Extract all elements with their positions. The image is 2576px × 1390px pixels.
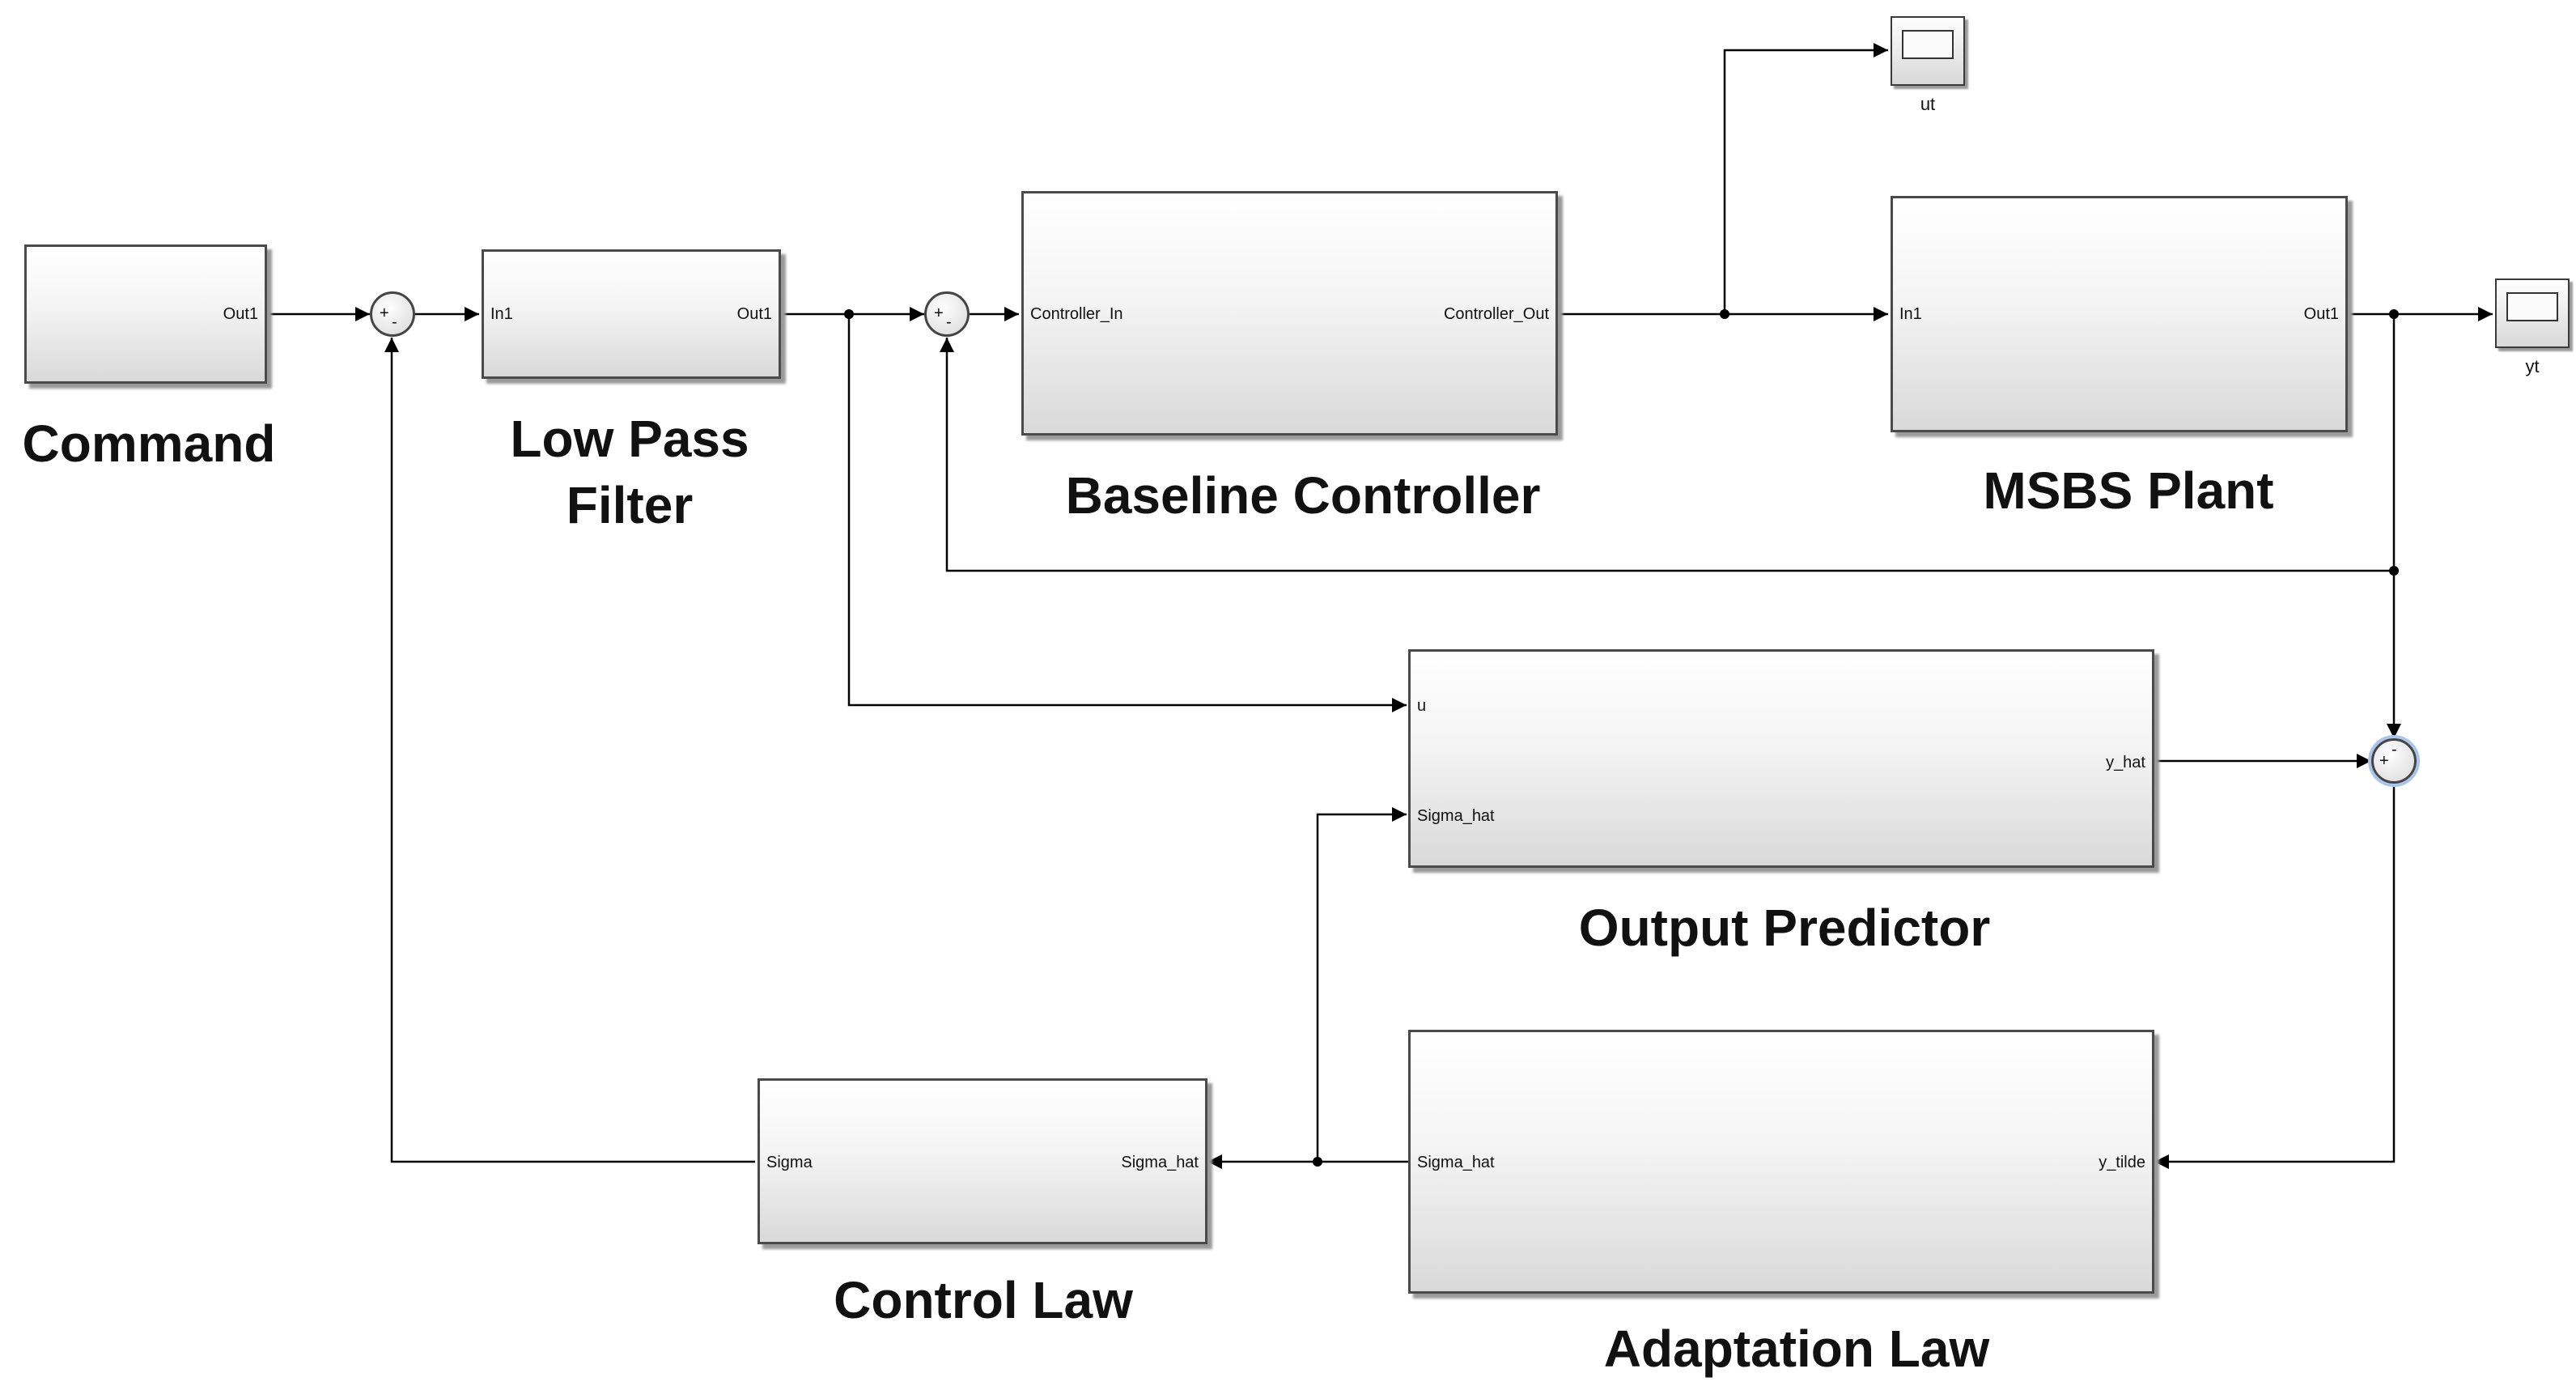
port-in1: In1 <box>1899 305 1922 323</box>
adaptation-law-block[interactable]: Sigma_hat y_tilde <box>1408 1030 2154 1294</box>
scope-ut[interactable] <box>1891 16 1965 86</box>
port-in1: In1 <box>490 305 513 323</box>
sum-junction-3[interactable]: + - <box>2371 738 2417 784</box>
port-out1: Out1 <box>223 305 258 323</box>
branch-dot <box>1313 1157 1322 1167</box>
port-y-tilde: y_tilde <box>2099 1154 2145 1171</box>
command-title: Command <box>22 414 276 473</box>
low-pass-filter-title: Low Pass Filter <box>510 406 749 539</box>
plus-sign: + <box>380 304 389 322</box>
branch-dot <box>2389 566 2399 576</box>
scope-screen <box>1902 29 1954 59</box>
plus-sign: + <box>934 304 944 322</box>
msbs-plant-title: MSBS Plant <box>1983 461 2274 520</box>
branch-dot <box>844 309 854 319</box>
plus-sign: + <box>2379 752 2389 770</box>
baseline-controller-block[interactable]: Controller_In Controller_Out <box>1021 191 1558 436</box>
minus-sign: - <box>946 313 952 331</box>
port-sigma-hat: Sigma_hat <box>1417 807 1495 825</box>
low-pass-filter-block[interactable]: In1 Out1 <box>482 249 781 379</box>
line-to-scope-ut <box>1723 43 1888 314</box>
port-sigma-hat: Sigma_hat <box>1417 1154 1495 1171</box>
command-block[interactable]: Out1 <box>24 244 267 384</box>
output-predictor-title: Output Predictor <box>1578 899 1991 957</box>
minus-sign: - <box>392 313 397 331</box>
minus-sign: - <box>2391 741 2397 759</box>
control-law-title: Control Law <box>834 1271 1133 1329</box>
scope-yt-label: yt <box>2525 356 2540 376</box>
low-pass-filter-title-line1: Low Pass <box>510 410 749 468</box>
line-to-predictor-sigma <box>1316 807 1407 1162</box>
sum-junction-2[interactable]: + - <box>924 291 970 337</box>
line-control-to-sum1 <box>384 338 755 1163</box>
adaptation-law-title: Adaptation Law <box>1603 1320 1990 1378</box>
port-controller-in: Controller_In <box>1030 305 1123 323</box>
port-out1: Out1 <box>736 305 772 323</box>
port-sigma: Sigma <box>766 1154 813 1171</box>
scope-screen <box>2506 291 2558 321</box>
scope-ut-label: ut <box>1920 94 1936 114</box>
low-pass-filter-title-line2: Filter <box>566 475 694 534</box>
branch-dot <box>2389 309 2399 319</box>
line-sum3-to-adaptation <box>2154 784 2396 1169</box>
output-predictor-block[interactable]: u Sigma_hat y_hat <box>1408 649 2154 868</box>
line-lpf-to-predictor <box>847 314 1407 712</box>
port-sigma-hat: Sigma_hat <box>1121 1154 1199 1171</box>
scope-yt[interactable] <box>2495 278 2570 348</box>
msbs-plant-block[interactable]: In1 Out1 <box>1891 196 2348 432</box>
line-feedback-to-sum2 <box>940 314 2396 572</box>
port-controller-out: Controller_Out <box>1443 305 1549 323</box>
control-law-block[interactable]: Sigma Sigma_hat <box>758 1078 1207 1244</box>
port-out1: Out1 <box>2303 305 2339 323</box>
baseline-controller-title: Baseline Controller <box>1065 466 1541 525</box>
sum-junction-1[interactable]: + - <box>370 291 415 337</box>
branch-dot <box>1720 309 1729 319</box>
port-y-hat: y_hat <box>2106 754 2145 772</box>
port-u: u <box>1417 697 1427 715</box>
